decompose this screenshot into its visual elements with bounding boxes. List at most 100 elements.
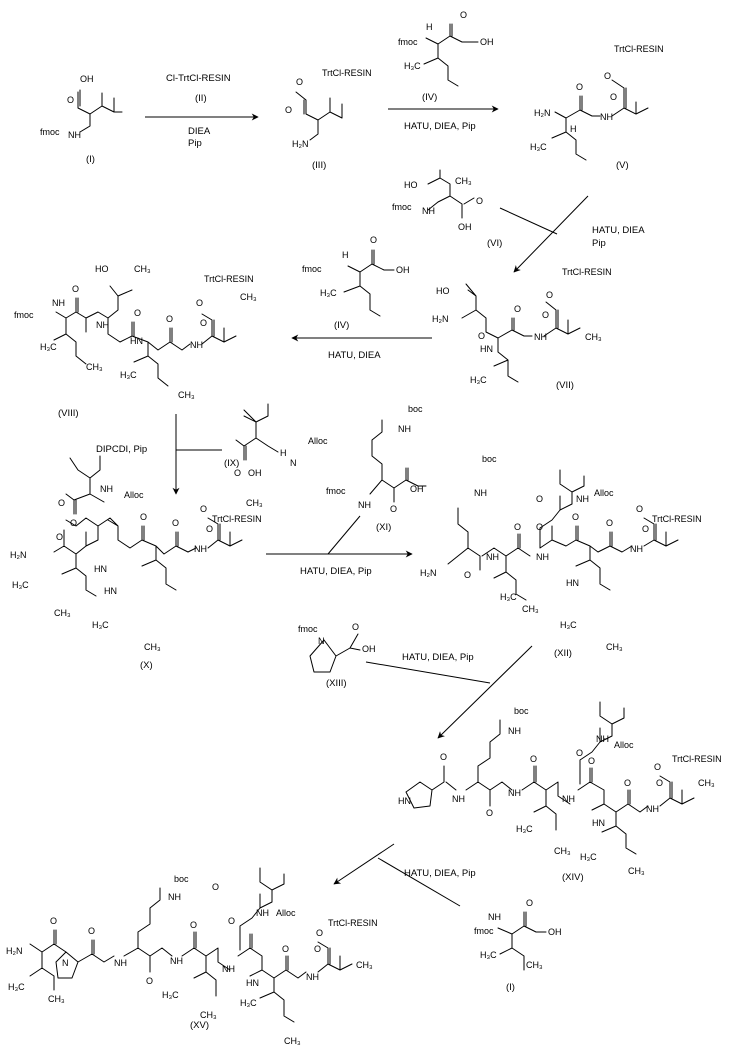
atom-label: NH [422,206,435,216]
atom-label: CH₃ [554,846,571,856]
atom-label: NH [452,794,465,804]
atom-label: O [606,518,613,528]
atom-label: HN [480,344,493,354]
atom-label: NH [168,892,181,902]
atom-label: H₃C [92,620,109,630]
atom-label: O [228,916,235,926]
compound-IX-structure: O OH H N Alloc (IX) [224,403,328,478]
atom-label: Alloc [276,908,296,918]
atom-label: O [542,310,549,320]
atom-label: H₃C [240,998,257,1008]
atom-label: O [282,944,289,954]
atom-label: O [146,976,153,986]
compound-label-XIV: (XIV) [562,872,584,883]
atom-label: O [440,752,447,762]
reagent-text: HATU, DIEA, Pip [404,121,476,132]
atom-label: CH₃ [628,866,645,876]
atom-label: O [572,512,579,522]
atom-label: fmoc [302,264,322,274]
atom-label: NH [190,340,203,350]
atom-label: TrtCl-RESIN [652,514,702,524]
atom-label: TrtCl-RESIN [322,68,372,78]
atom-label: CH₃ [240,292,257,302]
atom-label: fmoc [474,926,494,936]
atom-label: CH₃ [522,604,539,614]
atom-label: O [576,82,583,92]
atom-label: NH [596,734,609,744]
reagent-text: HATU, DIEA [592,225,645,236]
atom-label: NH [194,544,207,554]
atom-label: Alloc [614,740,634,750]
atom-label: O [314,944,321,954]
compound-IV-structure-mid: O OH fmoc H H₃C (IV) [302,235,410,331]
atom-label: NH [576,494,589,504]
reagent-text: HATU, DIEA [328,350,381,361]
reagent-text: HATU, DIEA, Pip [300,566,372,577]
atom-label: O [576,748,583,758]
atom-label: CH₃ [200,1010,217,1020]
reagent-text: Pip [188,138,202,149]
atom-label: NH [358,500,371,510]
atom-label: CH₃ [526,960,543,970]
atom-label: O [536,522,543,532]
compound-XIII-structure: fmoc N O OH (XIII) [298,622,376,689]
atom-label: fmoc [392,202,412,212]
atom-label: N [62,958,69,968]
atom-label: O [546,290,553,300]
atom-label: NH [398,424,411,434]
atom-label: OH [362,644,376,654]
reagent-line-3 [499,207,558,235]
atom-label: O [352,622,359,632]
atom-label: H₂N [6,946,23,956]
atom-label: O [56,532,63,542]
compound-label-I-bottom: (I) [506,982,515,993]
compound-label-VI: (VI) [487,238,502,249]
compound-label-IX: (IX) [224,458,239,469]
atom-label: H [426,22,433,32]
atom-label: CH₃ [178,390,195,400]
atom-label: TrtCl-RESIN [204,274,254,284]
atom-label: boc [174,874,189,884]
atom-label: O [67,95,74,105]
atom-label: NH [508,726,521,736]
atom-label: NH [508,788,521,798]
atom-label: TrtCl-RESIN [672,754,722,764]
atom-label: HN [566,578,579,588]
compound-label-IV-mid: (IV) [334,320,349,331]
atom-label: CH₃ [144,642,161,652]
atom-label: H₃C [162,990,179,1000]
atom-label: boc [514,706,529,716]
reaction-arrow-7 [437,645,533,739]
compound-V-structure: H₂N O NH O TrtCl-RESIN O H H₃C (V) [530,44,664,171]
atom-label: CH₃ [86,362,103,372]
atom-label: fmoc [326,486,346,496]
atom-label: CH₃ [284,1036,301,1046]
compound-VI-structure: HO CH₃ fmoc NH O OH (VI) [392,169,502,249]
atom-label: NH [222,964,235,974]
atom-label: boc [482,454,497,464]
reagent-line-7 [365,661,491,684]
atom-label: O [70,518,77,528]
atom-label: O [50,916,57,926]
atom-label: O [476,196,483,206]
atom-label: O [486,808,493,818]
atom-label: O [88,926,95,936]
compound-III-structure: O TrtCl-RESIN O H₂N (III) [285,68,372,171]
compound-label-XII: (XII) [554,648,572,659]
atom-label: TrtCl-RESIN [328,918,378,928]
compound-label-XV: (XV) [190,1020,209,1031]
atom-label: O [196,298,203,308]
atom-label: H₃C [120,370,137,380]
atom-label: HO [404,180,418,190]
atom-label: H₂N [432,314,449,324]
atom-label: O [460,10,467,20]
atom-label: NH [534,332,547,342]
atom-label: NH [486,552,499,562]
compound-label-VII: (VII) [556,380,574,391]
compound-label-V: (V) [616,160,629,171]
atom-label: H₃C [580,852,597,862]
atom-label: H₃C [480,950,497,960]
reagent-text: DIEA [188,126,211,137]
compound-label-IV-top: (IV) [422,92,437,103]
